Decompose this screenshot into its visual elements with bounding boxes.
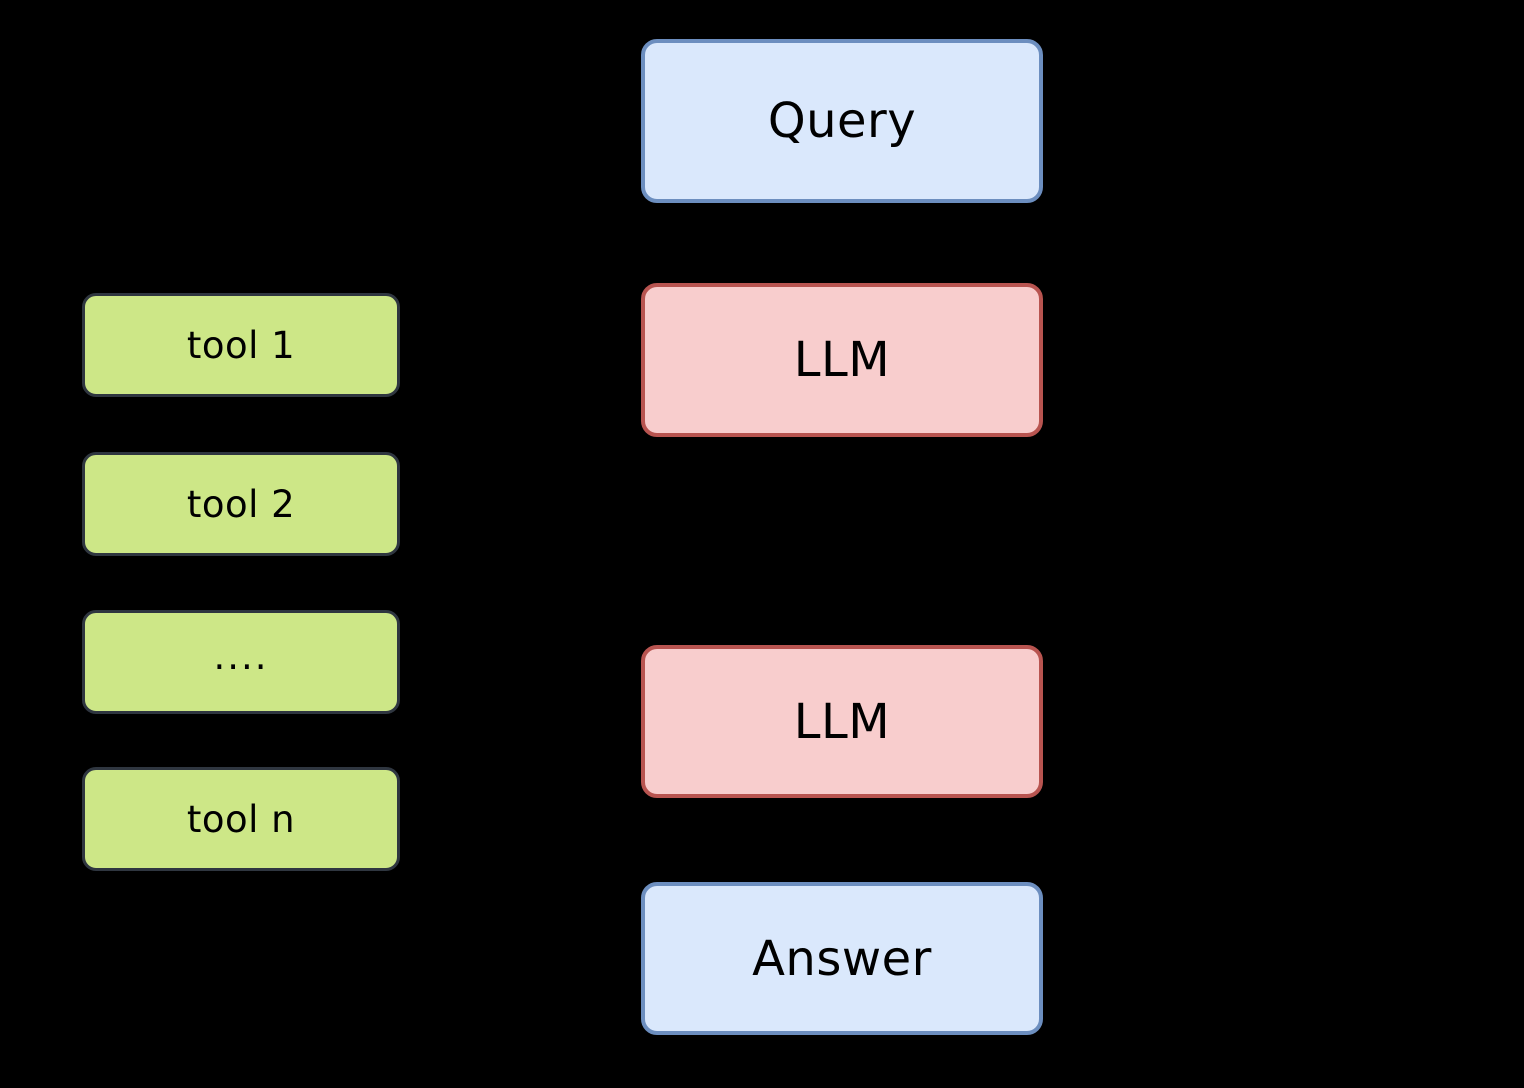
node-query[interactable]: Query	[641, 39, 1043, 203]
node-llm-first-label: LLM	[793, 332, 891, 388]
node-tool-1-label: tool 1	[186, 323, 296, 367]
node-llm-second[interactable]: LLM	[641, 645, 1043, 798]
node-tool-n[interactable]: tool n	[82, 767, 400, 871]
node-tool-ellipsis-label: ....	[213, 634, 269, 678]
node-tool-ellipsis[interactable]: ....	[82, 610, 400, 714]
node-tool-2[interactable]: tool 2	[82, 452, 400, 556]
node-query-label: Query	[767, 93, 917, 149]
node-llm-second-label: LLM	[793, 693, 891, 750]
node-tool-2-label: tool 2	[186, 482, 296, 526]
node-answer-label: Answer	[752, 930, 932, 987]
node-answer[interactable]: Answer	[641, 882, 1043, 1035]
node-tool-n-label: tool n	[186, 797, 296, 841]
node-llm-first[interactable]: LLM	[641, 283, 1043, 437]
node-tool-1[interactable]: tool 1	[82, 293, 400, 397]
